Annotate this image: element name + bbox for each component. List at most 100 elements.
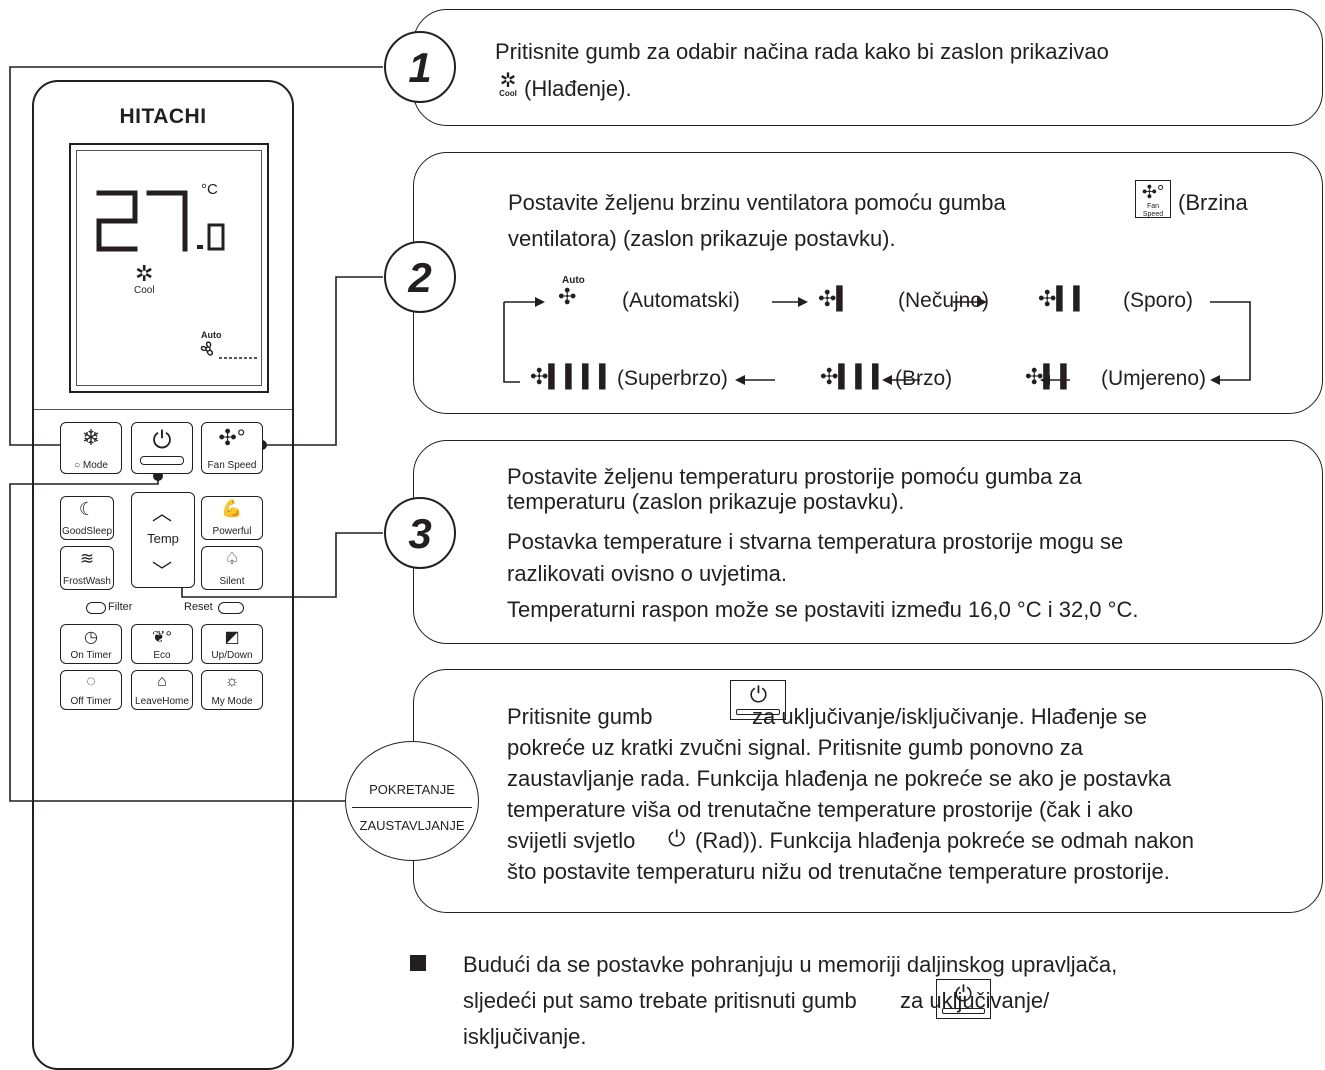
up-down-label: Up/Down [211,650,253,661]
step-1-panel [413,9,1323,126]
start-stop-oval: POKRETANJE ZAUSTAVLJANJE [345,741,479,861]
fan-icon: ✣° [1141,182,1165,202]
reset-label: Reset [184,601,213,613]
fan-auto-label: (Automatski) [622,289,740,312]
step-4-line5b: (Rad)). Funkcija hlađenja pokreće se odm… [695,828,1194,853]
off-timer-button[interactable]: ◌ Off Timer [60,670,122,710]
fan-quiet-label: (Nečujno) [898,289,990,312]
my-mode-icon: ☼ [224,673,240,690]
divider [34,409,292,410]
step-2-text-b: (Brzina [1178,190,1248,215]
silent-button[interactable]: ♤ Silent [201,546,263,590]
step-4-line5a: svijetli svjetlo [507,828,636,853]
powerful-button[interactable]: 💪 Powerful [201,496,263,540]
leavehome-button[interactable]: ⌂ LeaveHome [131,670,193,710]
connector-step3 [181,532,383,598]
step-2-badge: 2 [384,241,456,313]
power-inline-button: ⏻ [935,979,991,1019]
brand-logo: HITACHI [119,105,207,128]
step-4-line4: temperature viša od trenutačne temperatu… [507,797,1134,822]
power-icon: ⏻ [954,981,973,1006]
note-line3: isključivanje. [463,1024,587,1049]
fan-super-label: (Superbrzo) [617,367,728,390]
fan-medium-label: (Umjereno) [1101,367,1207,390]
step-4-line1a: Pritisnite gumb [507,704,653,729]
lcd-display: °C ✲ Cool Auto [69,143,269,393]
start-label: POKRETANJE [369,782,455,797]
step-3-line1: Postavite željenu temperaturu prostorije… [507,464,1082,489]
cool-icon: ✲ Cool [499,70,517,98]
connector-step1 [9,66,383,446]
step-3-line3: Postavka temperature i stvarna temperatu… [507,529,1124,554]
step-3-line5: Temperaturni raspon može se postaviti iz… [507,597,1139,622]
filter-button[interactable] [86,602,106,614]
step-3-badge: 3 [384,497,456,569]
step-1-text-b: (Hlađenje). [524,76,632,101]
fan-icon: ✣° [218,425,246,450]
note-line1: Budući da se postavke pohranjuju u memor… [463,952,1118,977]
powerful-icon: 💪 [221,499,243,518]
my-mode-button[interactable]: ☼ My Mode [201,670,263,710]
swing-icon: ◩ [224,629,240,646]
fan-high-icon: ✣▍▍▍ [820,364,890,389]
fan-low-icon: ✣▍▍ [1038,286,1091,311]
silent-label: Silent [219,576,245,587]
step-2-text-c: ventilatora) (zaslon prikazuje postavku)… [508,226,896,251]
fan-speed-label: Fan Speed [207,460,257,471]
fan-high-label: (Brzo) [895,367,953,390]
step-4-line2: pokreće uz kratki zvučni signal. Pritisn… [507,735,1083,760]
power-indicator [140,456,184,465]
silent-icon: ♤ [224,549,240,568]
frostwash-label: FrostWash [63,576,111,587]
on-timer-label: On Timer [70,650,112,661]
remote-control: HITACHI °C ✲ Cool Auto [32,80,294,1070]
fan-medium-icon: ✣▍▍ [1025,364,1078,389]
eco-label: Eco [153,650,171,661]
timer-on-icon: ◷ [84,629,98,646]
lcd-mode-label: Cool [134,285,155,296]
power-icon: ⏻ [152,427,172,454]
on-timer-button[interactable]: ◷ On Timer [60,624,122,664]
power-icon: ⏻ [749,682,768,707]
cool-mode-icon: ✲ [135,261,154,286]
my-mode-label: My Mode [211,696,253,707]
step-3-line4: razlikovati ovisno o uvjetima. [507,561,788,586]
eco-leaf-icon: ❦° [152,629,172,646]
mode-button[interactable]: ❄ ○ Mode [60,422,122,474]
goodsleep-label: GoodSleep [61,526,113,537]
fan-speed-sequence-arrows [503,297,1251,385]
note-line2b: za uključivanje/ [900,988,1050,1013]
bullet-square [410,955,426,971]
step-4-line1b: za uključivanje/isključivanje. Hlađenje … [752,704,1147,729]
mode-button-label: ○ Mode [74,460,108,471]
moon-icon: ☾ [78,499,96,519]
fan-quiet-icon: ✣▍ [818,286,854,311]
connector-step2 [262,276,383,446]
step-4-line3: zaustavljanje rada. Funkcija hlađenja ne… [507,766,1172,791]
up-down-button[interactable]: ◩ Up/Down [201,624,263,664]
fan-speed-button[interactable]: ✣° Fan Speed [201,422,263,474]
goodsleep-button[interactable]: ☾ GoodSleep [60,496,114,540]
fan-super-icon: ✣▍▍▍▍ [530,364,617,389]
timer-off-icon: ◌ [86,673,96,690]
leavehome-icon: ⌂ [157,673,167,690]
fan-auto-icon: ✣ [558,284,577,309]
step-1-text-a: Pritisnite gumb za odabir načina rada ka… [495,39,1109,64]
temperature-digits [96,190,225,252]
reset-button[interactable] [218,602,244,614]
frostwash-icon: ≋ [79,549,95,568]
frostwash-button[interactable]: ≋ FrostWash [60,546,114,590]
step-2-text-a: Postavite željenu brzinu ventilatora pom… [508,190,1006,215]
temp-label: Temp [147,531,179,546]
power-inline-button: ⏻ [730,680,787,720]
fan-speed-inline-button: ✣° Fan Speed [1135,180,1171,218]
temp-up-icon[interactable]: ︿ [152,503,172,525]
temp-button[interactable]: ︿ Temp ﹀ [131,492,195,588]
fan-low-label: (Sporo) [1123,289,1194,312]
powerful-label: Powerful [212,526,252,537]
auto-tag: Auto [562,275,585,286]
eco-button[interactable]: ❦° Eco [131,624,193,664]
power-button[interactable]: ⏻ [131,422,193,474]
power-icon: ⏻ [668,826,686,851]
temp-down-icon[interactable]: ﹀ [152,561,172,583]
